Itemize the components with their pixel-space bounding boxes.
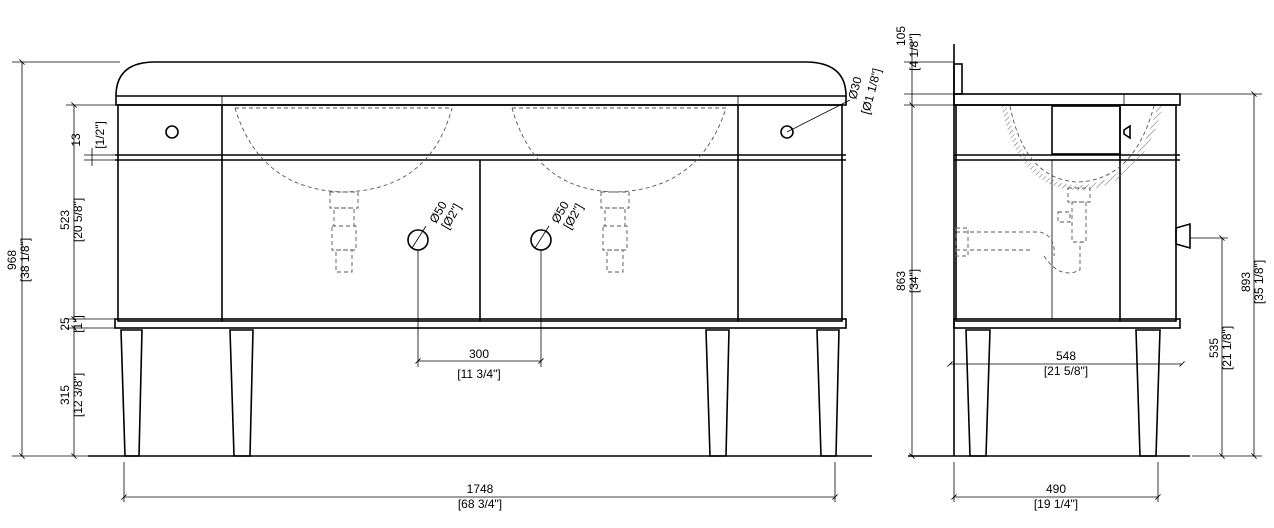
base-depth-in: [19 1/4"] — [1034, 497, 1078, 511]
overall-height-mm: 893 — [1239, 272, 1253, 292]
cabinet-mm: 523 — [58, 210, 72, 230]
front-view: 968 [38 1/8"] 13 [1/2"] 523 [20 5/8"] 25… — [5, 59, 884, 511]
base-depth-mm: 490 — [1046, 482, 1066, 496]
side-trap — [955, 187, 1091, 274]
tap-hole — [780, 125, 794, 139]
width-mm: 1748 — [467, 482, 494, 496]
side-tap-stub — [1123, 124, 1131, 140]
top-depth-mm: 548 — [1056, 349, 1076, 363]
side-leg-back — [965, 329, 991, 457]
leg-2 — [229, 329, 254, 457]
side-base-band — [953, 318, 1181, 329]
leg-1 — [120, 329, 143, 457]
trap-right — [600, 191, 630, 273]
side-countertop — [953, 93, 1181, 106]
tap-hole-dia-in: [Ø1 1/8"] — [858, 67, 884, 116]
tap-hole-dia: Ø30 — [845, 75, 864, 101]
basin-left — [234, 107, 453, 193]
backsplash — [953, 63, 963, 95]
base-band-in: [1"] — [71, 315, 85, 333]
trap-left — [329, 191, 359, 273]
basin-right — [511, 107, 727, 193]
overflow-hole — [165, 125, 179, 139]
drain-spacing-in: [11 3/4"] — [457, 367, 500, 381]
drain-height-in: [21 1/8"] — [1220, 326, 1234, 370]
drain-spacing-mm: 300 — [469, 347, 489, 361]
side-view: 105 [4 1/8"] 863 [34"] 893 [35 1/8"] 535… — [894, 26, 1266, 511]
leg-4 — [816, 329, 840, 457]
cabinet-in: [20 5/8"] — [71, 198, 85, 242]
counter-height-mm: 863 — [894, 271, 908, 291]
side-leg-front — [1135, 329, 1161, 457]
base-band-mm: 25 — [58, 317, 72, 331]
side-cabinet — [955, 104, 1177, 322]
drain-hole-left — [407, 229, 429, 251]
counter-height-in: [34"] — [907, 269, 921, 293]
total-height-mm: 968 — [5, 250, 19, 270]
top-depth-in: [21 5/8"] — [1044, 364, 1088, 378]
countertop — [115, 61, 847, 106]
leg-3 — [705, 329, 730, 457]
drain-height-mm: 535 — [1207, 338, 1221, 358]
backsplash-mm: 105 — [894, 26, 908, 46]
width-in: [68 3/4"] — [458, 497, 502, 511]
legs-mm: 315 — [58, 385, 72, 405]
legs-in: [12 3/8"] — [71, 373, 85, 417]
total-height-in: [38 1/8"] — [18, 238, 32, 282]
backsplash-in: [4 1/8"] — [907, 33, 921, 71]
side-drain-stub — [1175, 222, 1191, 250]
base-band — [114, 318, 847, 329]
top-band-mm: 13 — [69, 133, 83, 147]
top-band-in: [1/2"] — [93, 121, 107, 149]
side-drawer — [1051, 105, 1121, 155]
overall-height-in: [35 1/8"] — [1252, 260, 1266, 304]
drain-hole-right — [530, 229, 552, 251]
